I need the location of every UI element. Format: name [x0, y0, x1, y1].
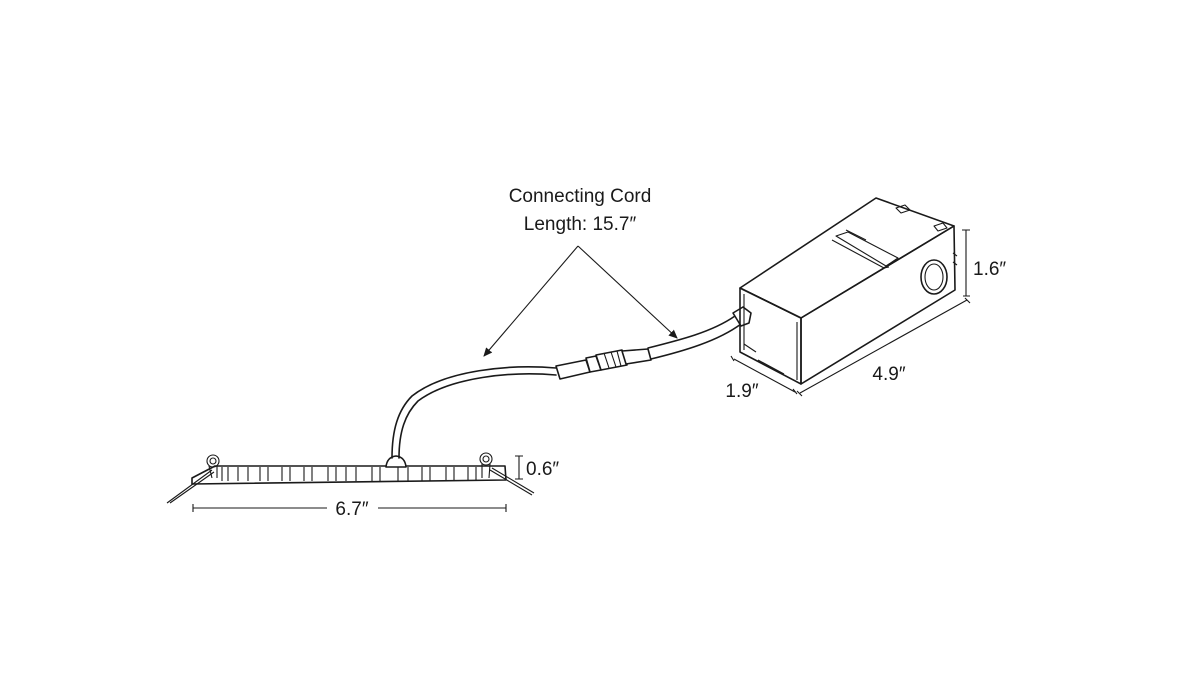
cord-label-line2: Length: 15.7″	[524, 214, 637, 235]
cord-label-line1: Connecting Cord	[509, 186, 652, 207]
box-height-label: 1.6″	[973, 259, 1006, 280]
cord-grommet	[385, 455, 407, 468]
panel-height-label: 0.6″	[526, 459, 559, 480]
panel-width-label: 6.7″	[335, 499, 368, 520]
led-panel	[166, 452, 535, 504]
cord-connector	[555, 348, 652, 380]
left-spring-clip	[166, 469, 215, 504]
driver-box-top	[739, 197, 955, 319]
right-clip-pivot	[479, 452, 493, 466]
dimension-lines	[192, 229, 971, 512]
panel-body	[191, 465, 507, 485]
knockout-hole	[920, 259, 948, 295]
panel-fins	[221, 467, 477, 481]
cord-label-arrows	[483, 245, 678, 357]
box-length-label: 4.9″	[872, 364, 905, 385]
labels: Connecting Cord Length: 15.7″ 0.6″ 6.7″ …	[335, 186, 1006, 520]
driver-box	[739, 197, 958, 385]
box-depth-label: 1.9″	[725, 381, 758, 402]
box-strain-relief	[732, 306, 752, 327]
right-spring-clip	[489, 467, 535, 496]
driver-box-end	[739, 287, 802, 385]
connecting-cord	[391, 306, 752, 459]
driver-box-front	[800, 225, 956, 385]
